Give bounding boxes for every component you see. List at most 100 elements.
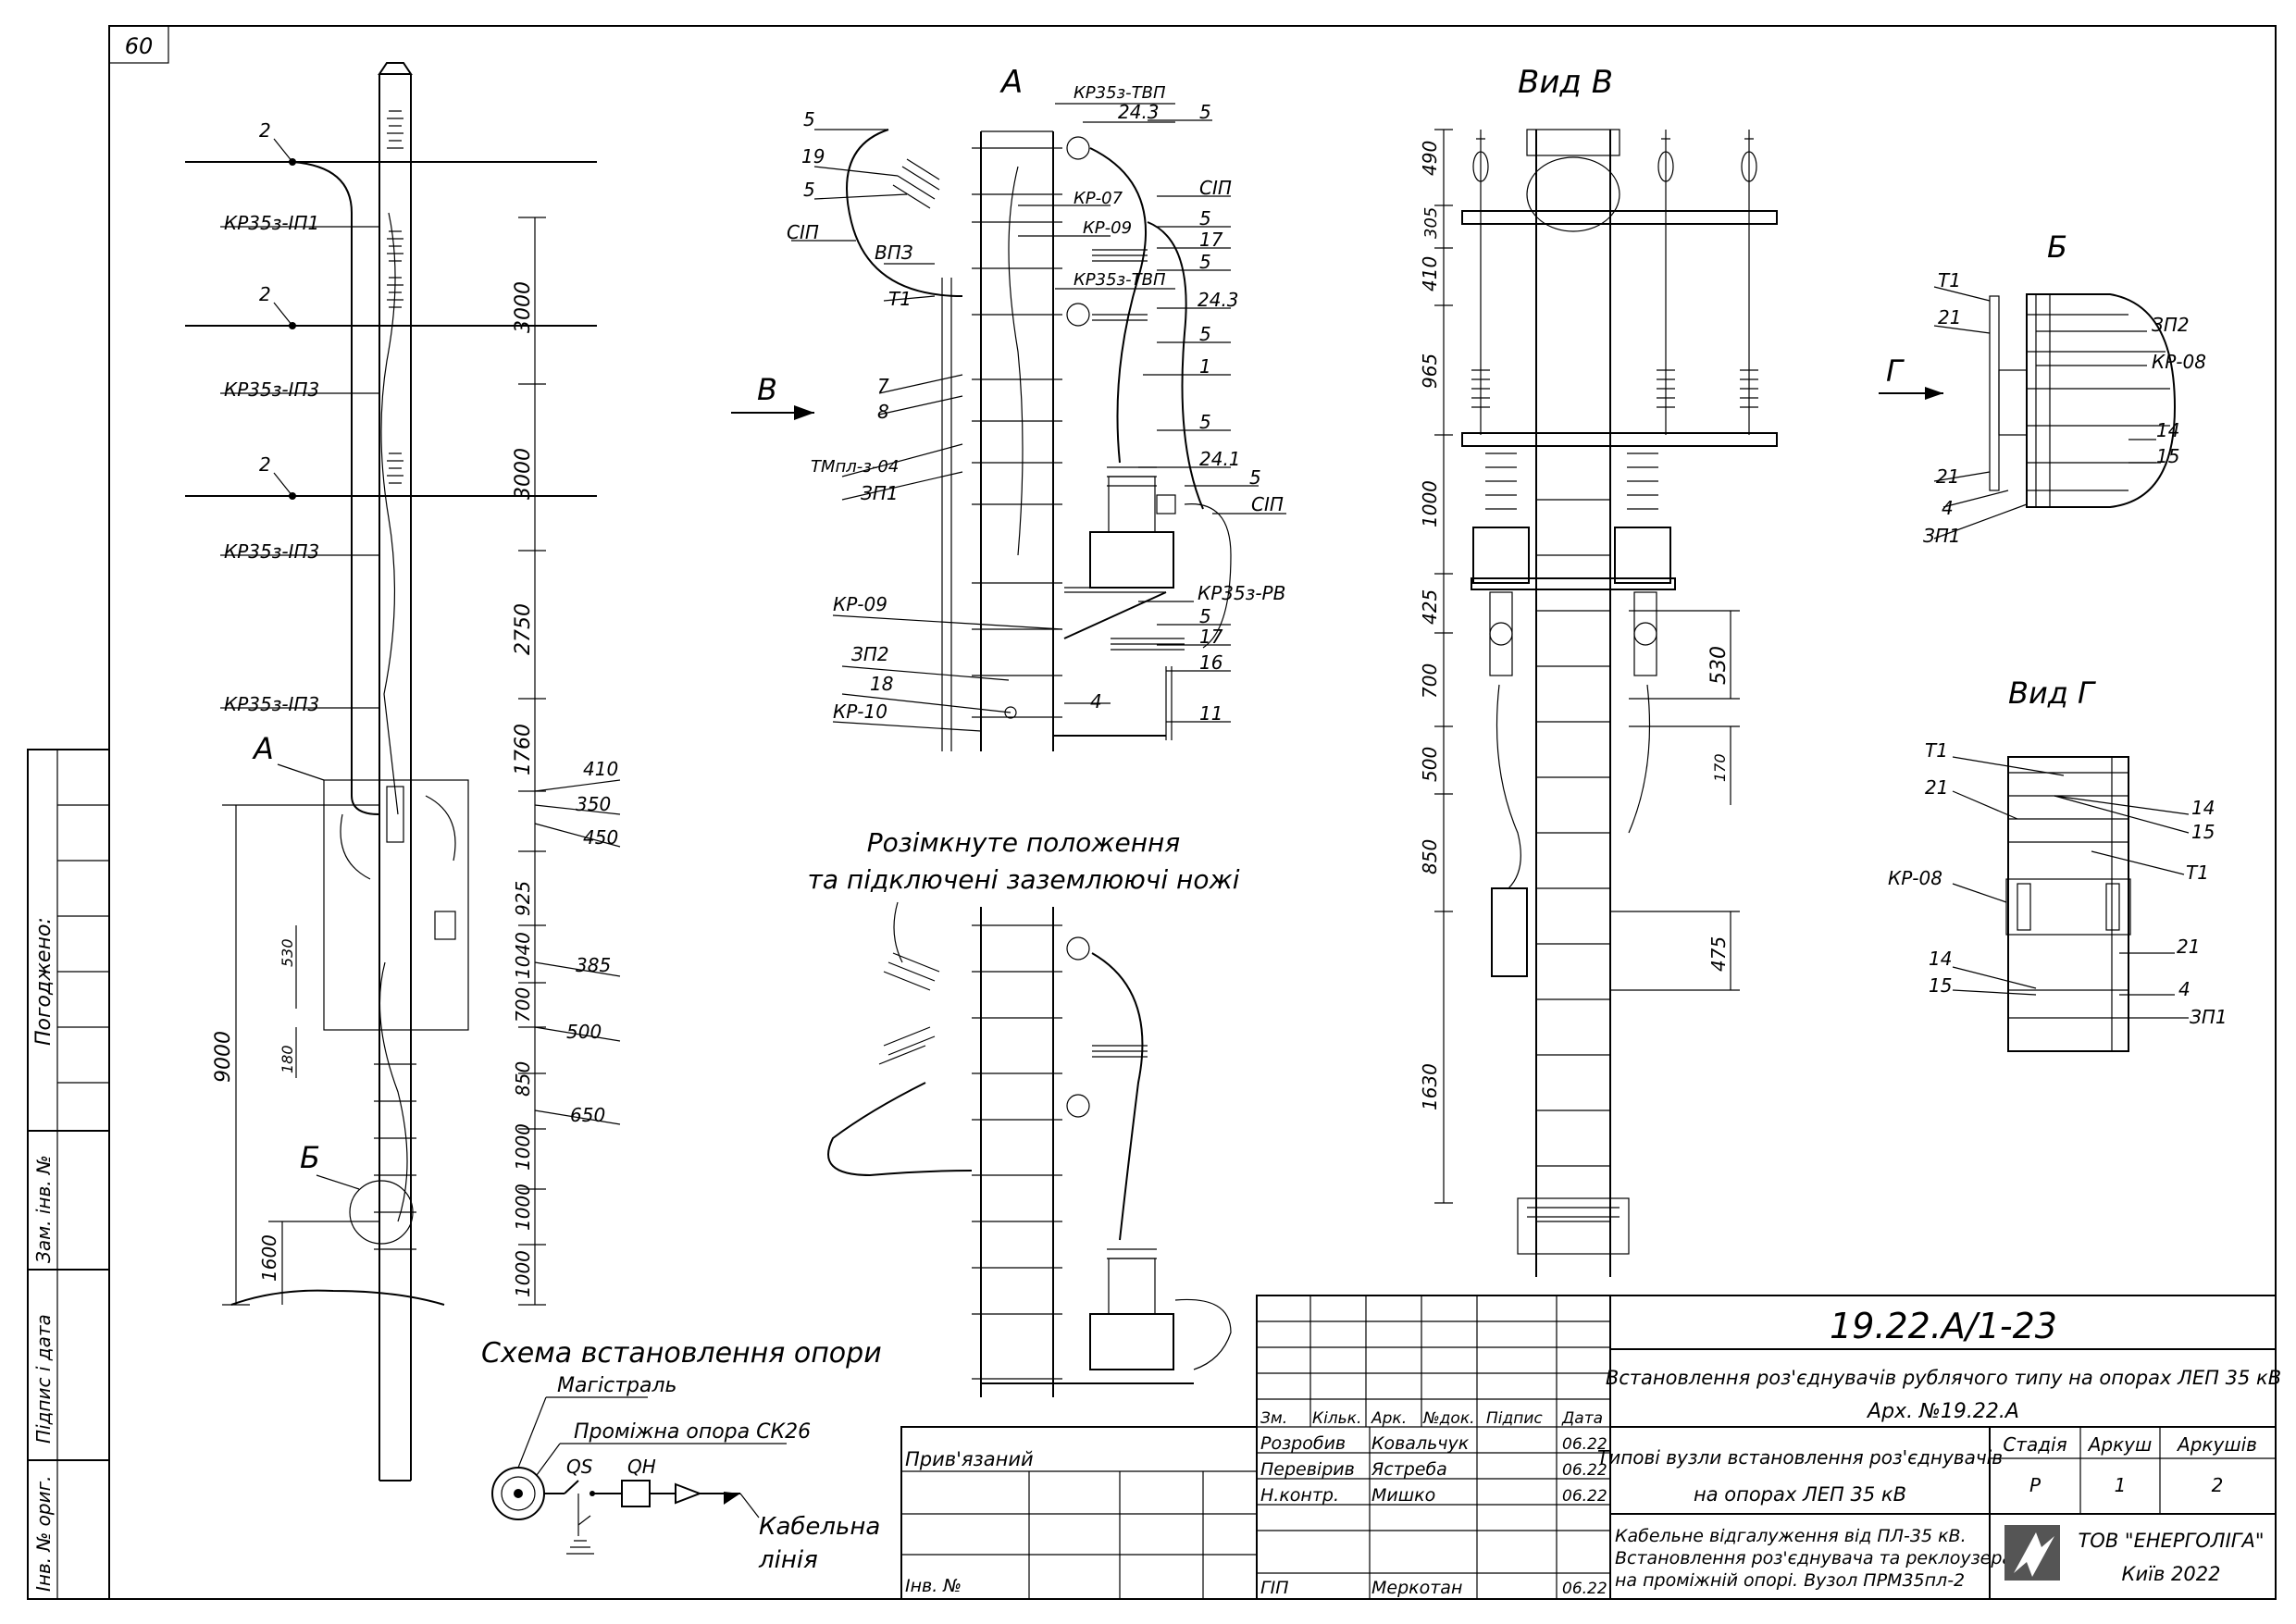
archive-number: Арх. №19.22.А	[1866, 1400, 2019, 1423]
detail-a-label-right: 17	[1199, 229, 1223, 251]
dim-left: 1600	[258, 1234, 280, 1282]
dim-left: 180	[279, 1045, 296, 1073]
view-v-label: В	[757, 372, 777, 407]
dim-main: 1040	[512, 932, 534, 979]
clamp-label: КР35з-ІП3	[224, 378, 319, 401]
detail-a-label-left: 18	[870, 673, 893, 695]
dim-right: 385	[576, 954, 611, 976]
open-position-line2: та підключені заземлюючі ножі	[808, 864, 1240, 895]
view-g-label-item: 21	[2177, 936, 2200, 958]
view-g-label-item: 21	[1925, 776, 1948, 799]
col-header: Підпис	[1486, 1409, 1543, 1428]
sheet-desc-2: Встановлення роз'єднувача та реклоузера	[1615, 1548, 2013, 1568]
scheme-cable-line-1: Кабельна	[759, 1513, 880, 1541]
view-g-label-item: 4	[2178, 978, 2191, 1000]
company-name: ТОВ "ЕНЕРГОЛІГА"	[2078, 1530, 2264, 1552]
company-logo-icon	[2004, 1525, 2060, 1581]
detail-a-label-right: 5	[1199, 251, 1211, 273]
view-b-title: Вид В	[1518, 64, 1613, 101]
inv-no-label: Інв. №	[905, 1576, 962, 1596]
view-g-label-item: Т1	[2186, 862, 2209, 884]
stage-header: Стадія	[2003, 1433, 2066, 1456]
doc-code: 19.22.А/1-23	[1830, 1306, 2057, 1346]
detail-b: Б Г Т1 21 ЗП2 КР	[1879, 229, 2206, 547]
dim-main: 1000	[512, 1184, 534, 1231]
detail-a-label-right: СІП	[1199, 177, 1232, 199]
dim-main: 3000	[512, 448, 535, 500]
col-header: №док.	[1422, 1409, 1475, 1428]
detail-a-label-right: 24.1	[1199, 448, 1241, 470]
dim-left: 530	[279, 938, 296, 967]
detail-b-label: ЗП1	[1923, 525, 1961, 547]
sheet-number: 60	[125, 33, 154, 59]
detail-a-label-right: 24.3	[1198, 289, 1239, 311]
scheme-qh: QH	[627, 1456, 656, 1478]
clamp-label: КР35з-ІП3	[224, 540, 319, 563]
dim-main: 850	[512, 1061, 534, 1097]
dim-right: 450	[583, 826, 618, 849]
detail-a-title: А	[999, 64, 1023, 101]
detail-a-label-right: 5	[1199, 207, 1211, 229]
detail-b-label: 21	[1938, 306, 1961, 329]
detail-a-label-right: 17	[1199, 626, 1223, 648]
detail-a-label-left: СІП	[787, 221, 819, 243]
staff-role: Розробив	[1260, 1433, 1346, 1454]
view-g-label-item: 14	[1929, 948, 1952, 970]
view-g: Вид Г Т1 21 14 15	[1888, 676, 2228, 1052]
dim-right: 650	[570, 1104, 605, 1126]
view-g-label: Г	[1886, 353, 1905, 389]
detail-a-label-left: ЗП2	[851, 643, 889, 665]
original-inv-label: Інв. № ориг.	[32, 1476, 55, 1592]
detail-a-label-left: 5	[803, 179, 815, 201]
pole-view: 2 2 2 КР35з-ІП1 КР35з-ІП3 КР35з-ІП3 КР35…	[185, 62, 621, 1481]
view-b-dim: 1630	[1419, 1063, 1441, 1110]
dim-main: 1760	[512, 724, 535, 775]
signature-date-label: Підпис і дата	[32, 1314, 55, 1444]
dim-main: 2750	[512, 603, 535, 655]
staff-role: ГІП	[1260, 1578, 1288, 1598]
detail-a-label-right: КР-09	[1083, 218, 1132, 238]
dim-right: 350	[576, 793, 611, 815]
section-title-2: на опорах ЛЕП 35 кВ	[1694, 1483, 1906, 1506]
view-b-dim: 305	[1421, 207, 1441, 239]
stage-value: Р	[2029, 1474, 2042, 1496]
view-g-label-item: КР-08	[1888, 867, 1942, 889]
installation-scheme: Схема встановлення опори Магістраль Пром…	[481, 1337, 882, 1574]
marker-2-label: 2	[259, 453, 271, 476]
sheet-frame	[108, 25, 2277, 1600]
view-g-label-item: ЗП1	[2190, 1006, 2228, 1028]
view-b-dim: 500	[1419, 747, 1441, 782]
scheme-main-line: Магістраль	[557, 1374, 677, 1397]
detail-a-label-right: 5	[1249, 466, 1261, 489]
view-b: Вид В	[1419, 64, 1778, 1277]
view-b-dim: 410	[1419, 256, 1441, 291]
col-header: Кільк.	[1312, 1409, 1361, 1428]
detail-b-label: 21	[1936, 465, 1959, 488]
detail-a-label-right: КР-07	[1074, 189, 1123, 208]
detail-a-label-left: 8	[877, 401, 889, 423]
detail-a-label-left: КР-10	[833, 700, 887, 723]
clamp-label: КР35з-ІП1	[224, 212, 319, 234]
detail-a-label-right: 5	[1199, 101, 1211, 123]
detail-a-label-right: 5	[1199, 323, 1211, 345]
detail-a-label-left: 5	[803, 108, 815, 130]
drop-cable	[292, 161, 380, 815]
detail-a-label-right: КР35з-ТВП	[1074, 83, 1166, 103]
staff-date: 06.22	[1562, 1435, 1607, 1454]
marker-2-label: 2	[259, 119, 271, 142]
sheets-value: 2	[2212, 1474, 2224, 1496]
open-position-view: Розімкнуте положення та підключені зазем…	[808, 827, 1240, 1397]
scheme-cable-line-2: лінія	[758, 1546, 818, 1574]
detail-a-label-left: ВПЗ	[875, 242, 913, 264]
sheet-header: Аркуш	[2087, 1433, 2153, 1456]
detail-a-label-left: 19	[801, 145, 825, 167]
view-b-dim: 490	[1419, 141, 1441, 176]
dim-right: 500	[566, 1021, 602, 1043]
detail-a-label-left: Т1	[888, 288, 912, 310]
view-g-title: Вид Г	[2008, 676, 2096, 711]
node-a-label: А	[252, 731, 274, 766]
detail-a-label-left: 7	[877, 375, 889, 397]
title-block: Зм. Кільк. Арк. №док. Підпис Дата Розроб…	[900, 1295, 2281, 1600]
staff-name: Ковальчук	[1371, 1433, 1470, 1454]
